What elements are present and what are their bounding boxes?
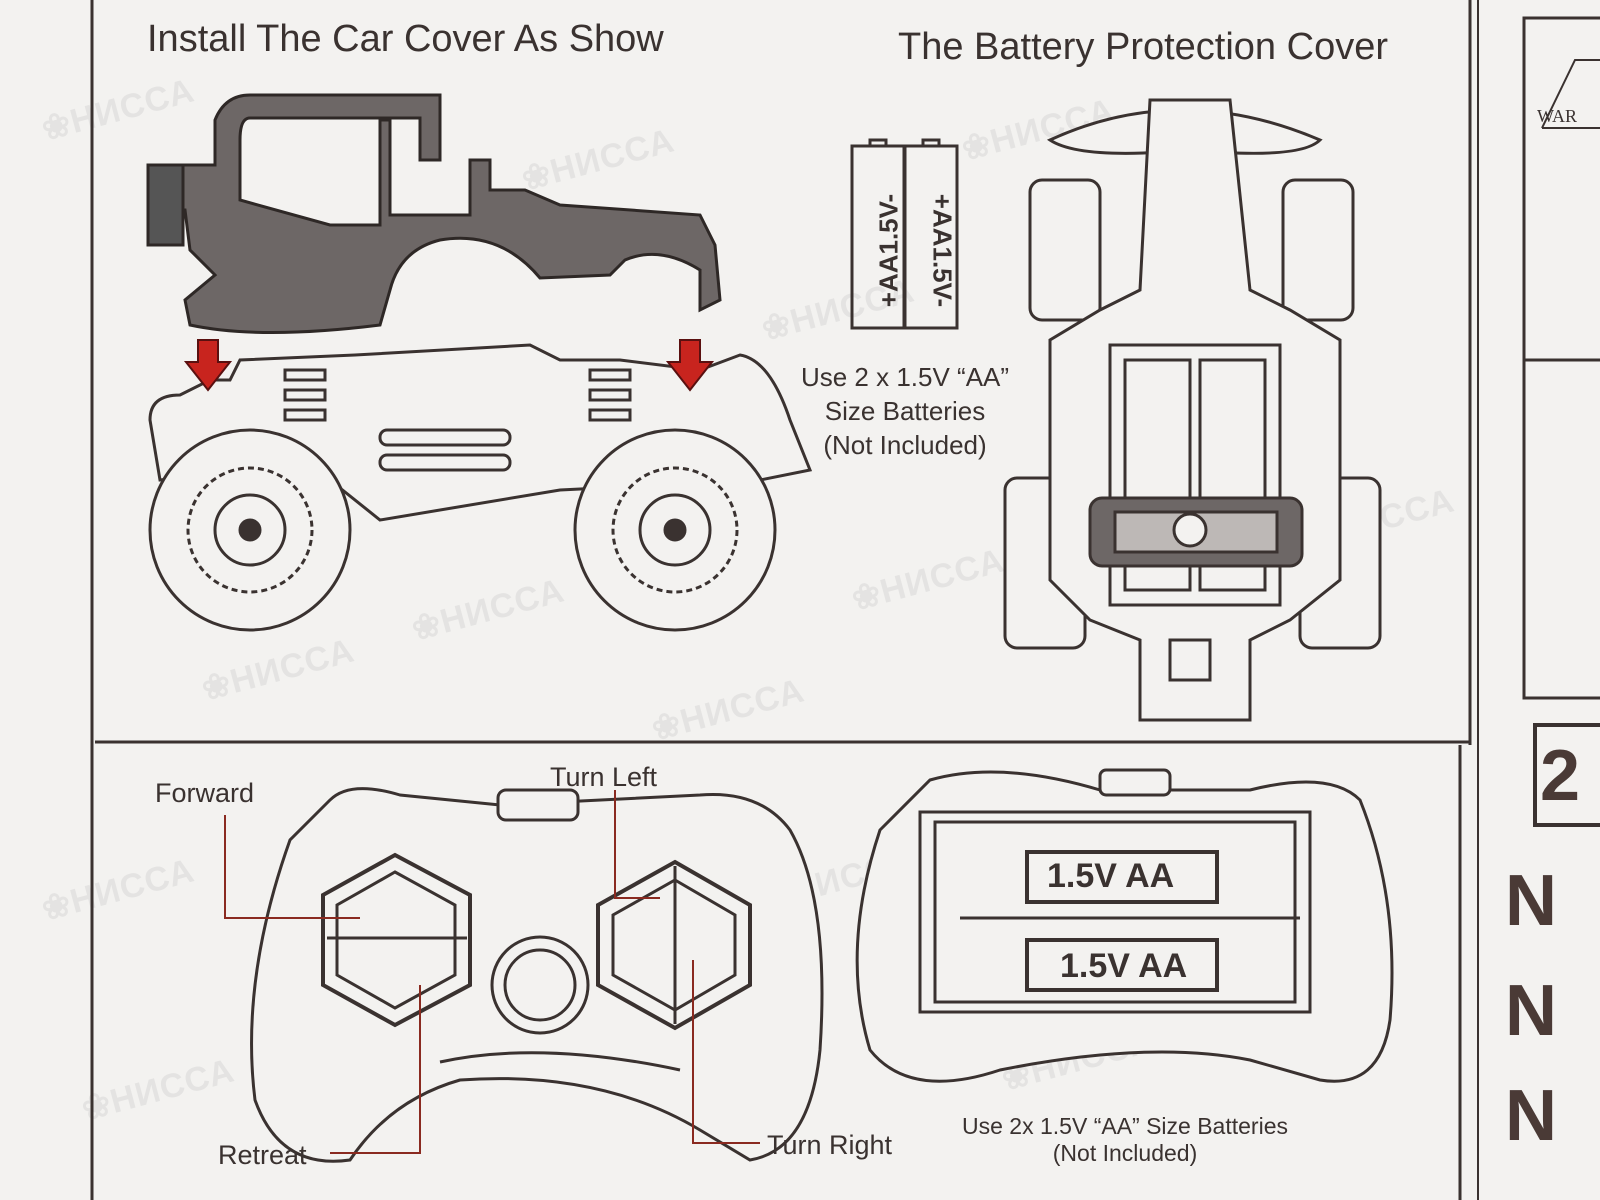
- no-fragment-1: N: [1505, 861, 1557, 941]
- label-forward: Forward: [155, 778, 255, 808]
- battery-label-1: +AA1.5V-: [873, 193, 904, 308]
- no-fragment-2: N: [1505, 971, 1557, 1051]
- battery-pair-drawing: [850, 138, 959, 330]
- label-retreat: Retreat: [218, 1140, 307, 1170]
- battery-note-line: Use 2x 1.5V “AA” Size Batteries: [962, 1113, 1288, 1139]
- callout-lines: [224, 790, 760, 1154]
- battery-note-line: (Not Included): [1052, 1140, 1198, 1166]
- controller-battery-1: 1.5V AA: [1047, 857, 1175, 895]
- battery-label-2: +AA1.5V-: [927, 193, 958, 308]
- number-fragment: 2: [1540, 736, 1581, 816]
- battery-note-line: Size Batteries: [824, 396, 986, 426]
- controller-back-drawing: [855, 768, 1394, 1083]
- controller-battery-note: Use 2x 1.5V “AA” Size Batteries (Not Inc…: [925, 1113, 1325, 1167]
- red-arrow-icons: [183, 339, 715, 392]
- jeep-cover-drawing: [146, 93, 722, 334]
- label-turn-left: Turn Left: [550, 762, 658, 792]
- install-cover-title: Install The Car Cover As Show: [147, 18, 664, 60]
- no-fragment-3: N: [1505, 1076, 1557, 1156]
- battery-note-line: Use 2 x 1.5V “AA”: [800, 362, 1010, 392]
- battery-note-line: (Not Included): [823, 430, 987, 460]
- warning-fragment: WAR: [1537, 106, 1577, 126]
- chassis-side-drawing: [148, 343, 813, 632]
- battery-cover-title: The Battery Protection Cover: [898, 26, 1388, 68]
- controller-front-drawing: [250, 787, 824, 1163]
- label-turn-right: Turn Right: [767, 1130, 893, 1160]
- car-battery-note: Use 2 x 1.5V “AA” Size Batteries (Not In…: [780, 360, 1030, 462]
- panel-frames: [90, 0, 1600, 1200]
- controller-battery-2: 1.5V AA: [1060, 947, 1188, 985]
- chassis-top-drawing: [1003, 98, 1382, 722]
